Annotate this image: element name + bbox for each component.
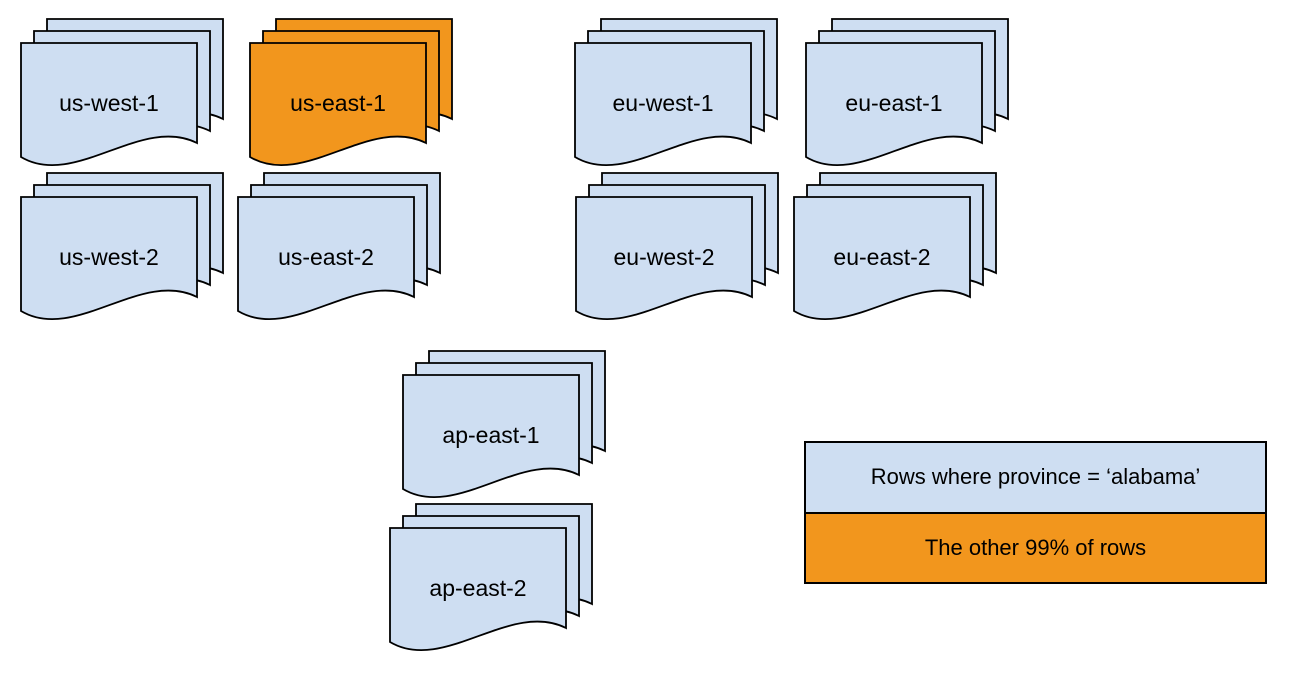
documents-icon: eu-east-1 <box>805 18 1009 167</box>
stack-label: us-east-1 <box>290 90 386 116</box>
legend-item-alabama-rows: Rows where province = ‘alabama’ <box>806 443 1265 512</box>
documents-icon: us-east-1 <box>249 18 453 167</box>
stack-label: us-west-2 <box>59 244 159 270</box>
doc-stack-us-west-1: us-west-1 <box>20 18 224 168</box>
legend: Rows where province = ‘alabama’ The othe… <box>804 441 1267 584</box>
legend-item-other-rows: The other 99% of rows <box>806 511 1265 582</box>
doc-stack-ap-east-2: ap-east-2 <box>389 503 593 653</box>
stack-label: us-east-2 <box>278 244 374 270</box>
documents-icon: eu-west-1 <box>574 18 778 167</box>
stack-label: eu-west-2 <box>614 244 715 270</box>
doc-stack-eu-east-1: eu-east-1 <box>805 18 1009 168</box>
stack-label: eu-west-1 <box>613 90 714 116</box>
stack-label: eu-east-2 <box>833 244 930 270</box>
legend-item-label: Rows where province = ‘alabama’ <box>870 464 1201 490</box>
stack-label: us-west-1 <box>59 90 159 116</box>
doc-stack-eu-west-1: eu-west-1 <box>574 18 778 168</box>
documents-icon: ap-east-2 <box>389 503 593 652</box>
doc-stack-eu-east-2: eu-east-2 <box>793 172 997 322</box>
doc-stack-us-east-2: us-east-2 <box>237 172 441 322</box>
doc-stack-eu-west-2: eu-west-2 <box>575 172 779 322</box>
documents-icon: ap-east-1 <box>402 350 606 499</box>
documents-icon: us-west-1 <box>20 18 224 167</box>
stack-label: ap-east-1 <box>442 422 539 448</box>
stack-label: ap-east-2 <box>429 575 526 601</box>
stack-label: eu-east-1 <box>845 90 942 116</box>
documents-icon: eu-west-2 <box>575 172 779 321</box>
legend-item-label: The other 99% of rows <box>924 534 1147 560</box>
documents-icon: us-east-2 <box>237 172 441 321</box>
documents-icon: eu-east-2 <box>793 172 997 321</box>
doc-stack-ap-east-1: ap-east-1 <box>402 350 606 500</box>
documents-icon: us-west-2 <box>20 172 224 321</box>
doc-stack-us-east-1: us-east-1 <box>249 18 453 168</box>
doc-stack-us-west-2: us-west-2 <box>20 172 224 322</box>
